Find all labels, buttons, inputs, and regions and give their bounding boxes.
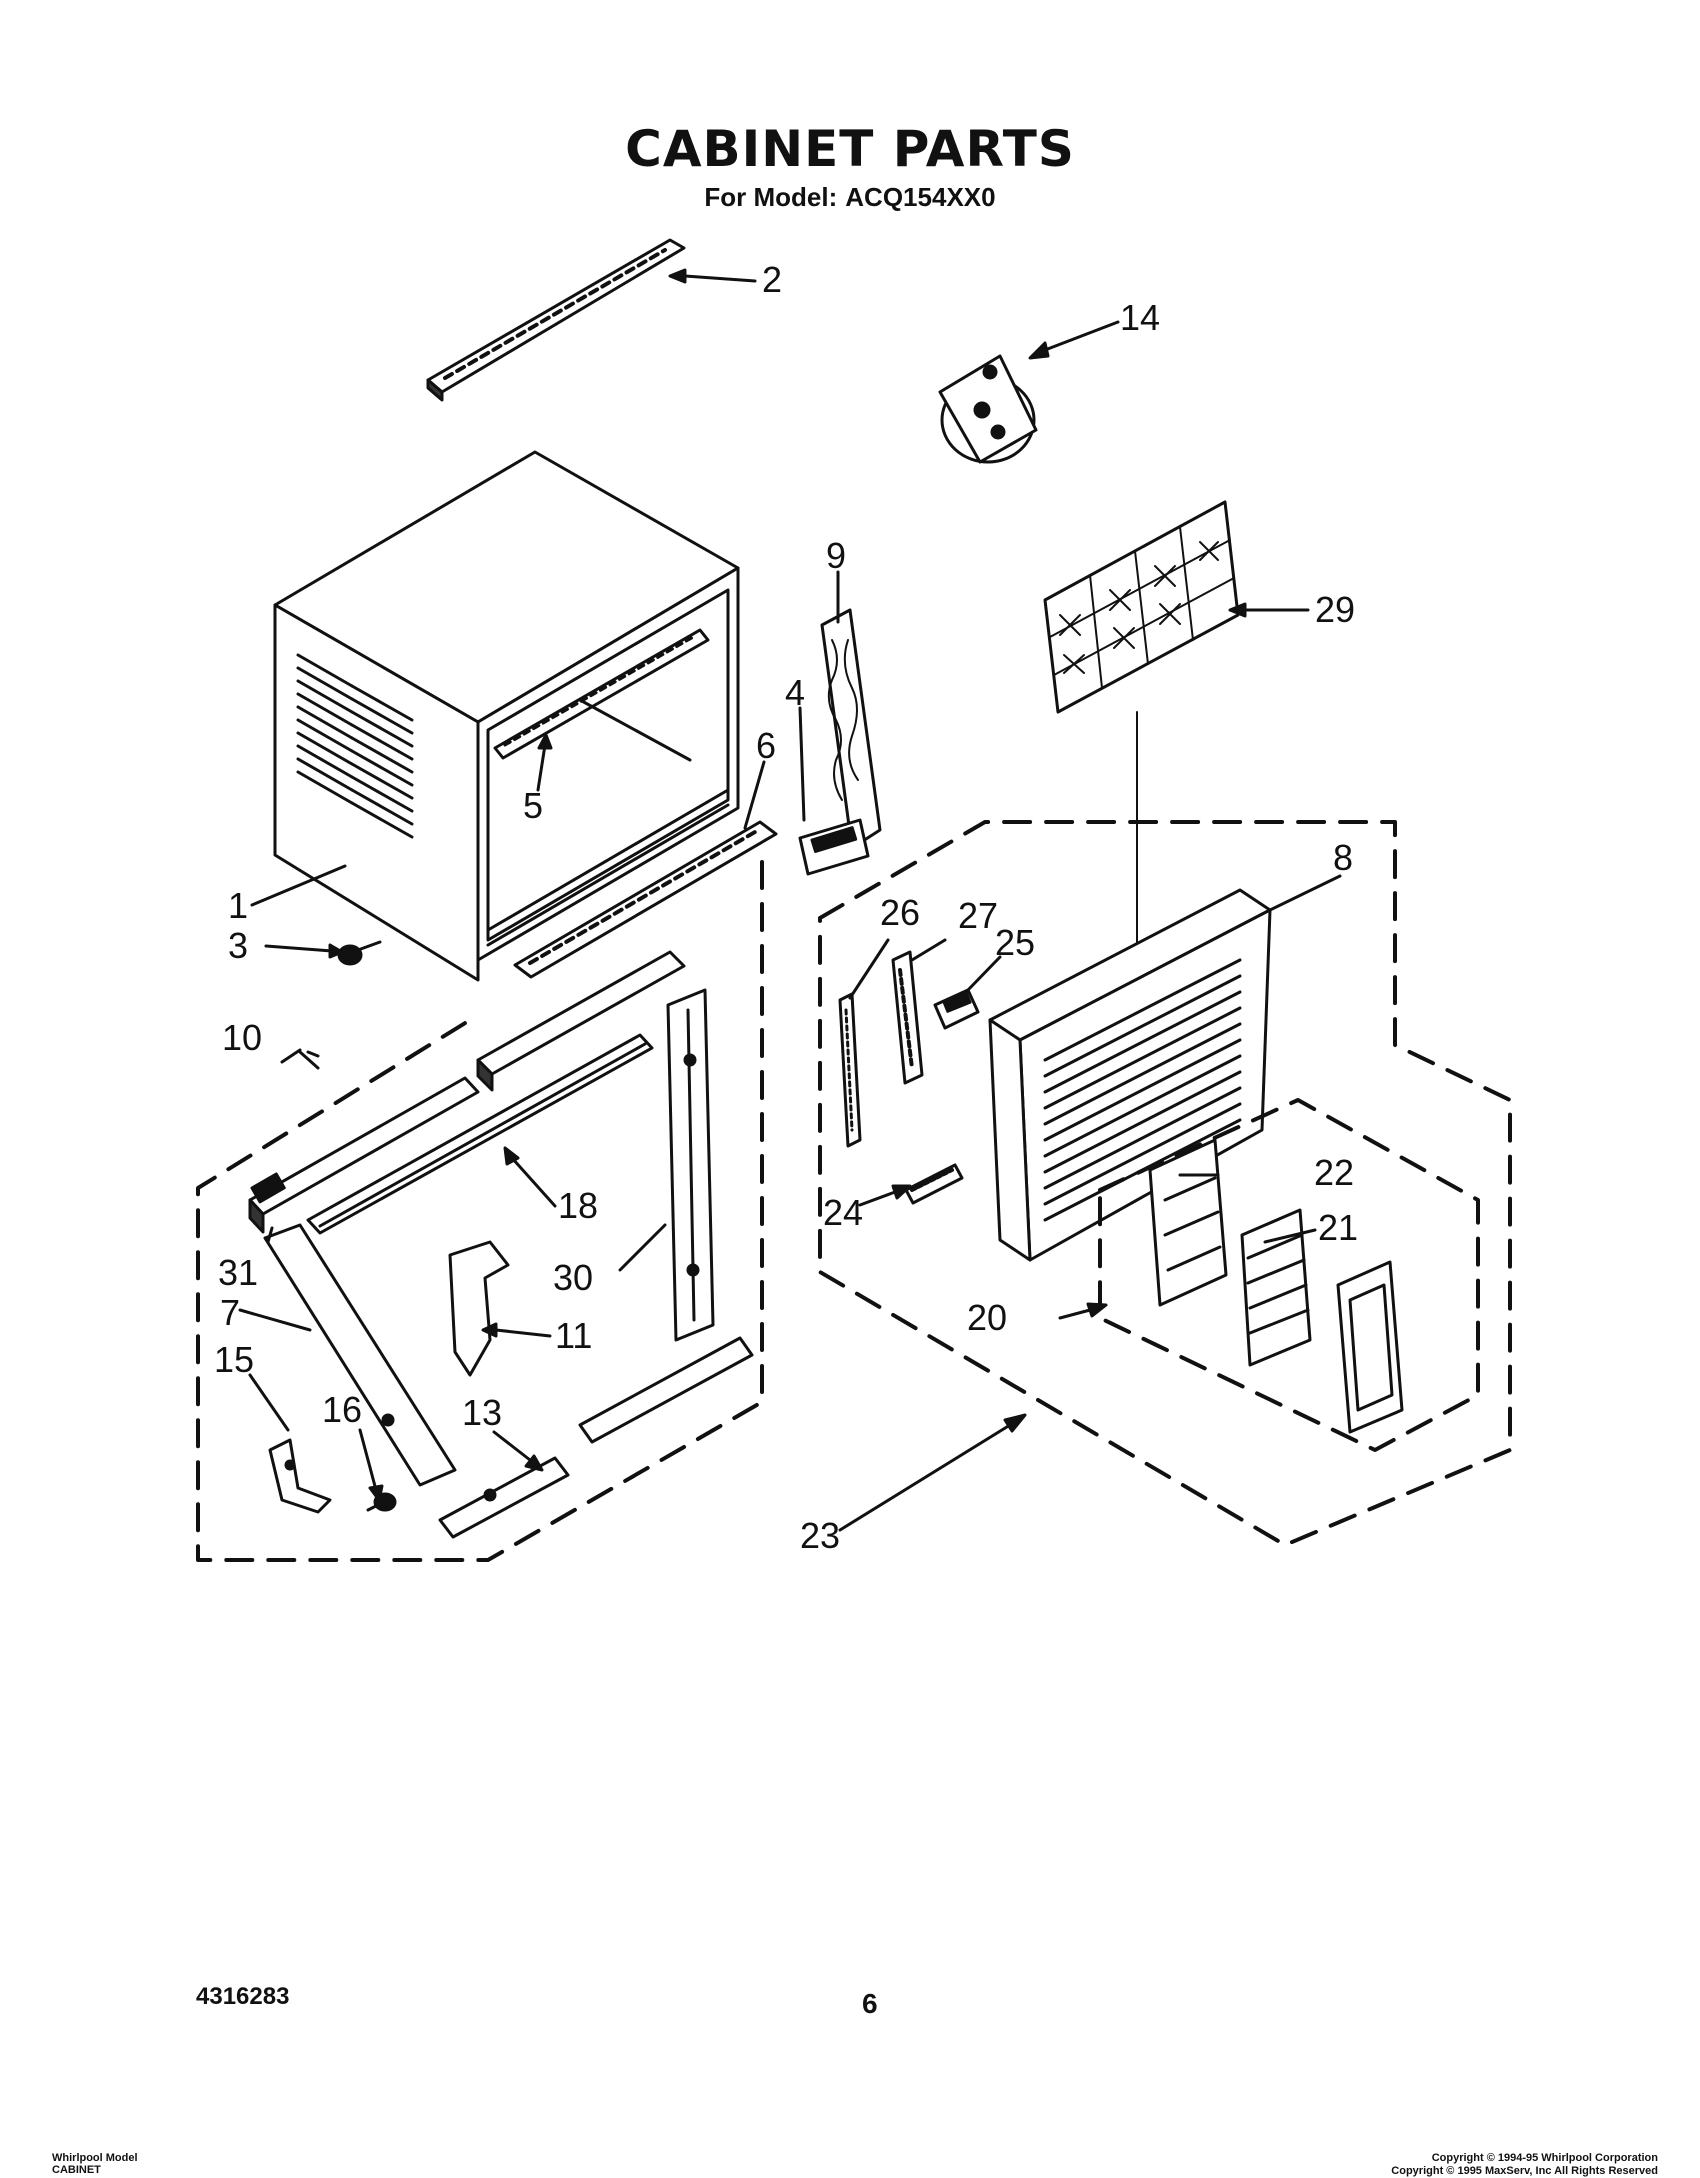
callout-7: 7: [220, 1292, 240, 1333]
part-18-rail: [306, 1033, 654, 1235]
part-1-cabinet: [273, 450, 740, 982]
copyright-line-2: Copyright © 1995 MaxServ, Inc All Rights…: [1391, 2165, 1658, 2177]
brand-line-2: CABINET: [52, 2164, 101, 2176]
dashed-group-right: [818, 820, 1512, 1547]
part-10-rail: [248, 1076, 480, 1234]
dashed-group-louver: [1098, 1098, 1480, 1452]
callout-31: 31: [218, 1252, 258, 1293]
callout-22: 22: [1314, 1152, 1354, 1193]
callout-11: 11: [555, 1315, 592, 1356]
callout-26: 26: [880, 892, 920, 933]
part-25-clip: [933, 988, 980, 1030]
callout-29: 29: [1315, 589, 1355, 630]
part-16-screw: [366, 1492, 397, 1512]
callout-1: 1: [228, 885, 248, 926]
callout-18: 18: [558, 1185, 598, 1226]
part-30-channel: [666, 988, 715, 1342]
part-8-front-panel: [988, 888, 1272, 1262]
model-number: ACQ154XX0: [845, 182, 996, 212]
model-subtitle: For Model:ACQ154XX0: [0, 182, 1700, 213]
part-24-clip: [904, 1163, 964, 1205]
callout-23: 23: [800, 1515, 840, 1556]
copyright-line-1: Copyright © 1994-95 Whirlpool Corporatio…: [1431, 2152, 1658, 2164]
dashed-group-left: [196, 860, 764, 1562]
callout-8: 8: [1333, 837, 1353, 878]
callout-13: 13: [462, 1392, 502, 1433]
document-number: 4316283: [196, 1983, 290, 2010]
part-21-louver: [1240, 1208, 1312, 1367]
callout-16: 16: [322, 1389, 362, 1430]
callout-2: 2: [762, 259, 782, 300]
part-27-strip: [891, 950, 924, 1085]
copyright-footer: Copyright © 1994-95 Whirlpool Corporatio…: [1391, 2152, 1658, 2178]
part-20-bezel: [1336, 1260, 1404, 1434]
part-3-screw: [337, 940, 382, 966]
callout-9: 9: [826, 535, 846, 576]
brand-line-1: Whirlpool Model: [52, 2152, 138, 2164]
part-2-top-rail: [426, 238, 686, 402]
model-label: For Model:: [704, 182, 838, 212]
part-10b-rail: [476, 950, 686, 1092]
callout-3: 3: [228, 925, 248, 966]
callout-10: 10: [222, 1017, 262, 1058]
callout-25: 25: [995, 922, 1035, 963]
page-title: CABINET PARTS: [625, 120, 1075, 178]
brand-footer: Whirlpool Model CABINET: [52, 2152, 138, 2176]
callout-4: 4: [785, 672, 805, 713]
part-9-filter-panel: [820, 608, 882, 850]
callout-27: 27: [958, 895, 998, 936]
callout-21: 21: [1318, 1207, 1358, 1248]
part-26-strip: [838, 992, 862, 1148]
page-number: 6: [862, 1988, 878, 2019]
part-29-grille: [1043, 500, 1240, 1071]
part-15-foot-bracket: [268, 1438, 332, 1514]
callout-24: 24: [823, 1192, 863, 1233]
part-7-support-arm: [263, 1223, 457, 1487]
part-4-bracket: [798, 818, 870, 876]
callout-30: 30: [553, 1257, 593, 1298]
callout-20: 20: [967, 1297, 1007, 1338]
callout-5: 5: [523, 785, 543, 826]
callout-6: 6: [756, 725, 776, 766]
callout-14: 14: [1120, 297, 1160, 338]
callout-15: 15: [214, 1339, 254, 1380]
part-11-bracket: [448, 1240, 510, 1377]
part-14-grommet: [938, 354, 1038, 464]
part-6-lower-rail: [513, 820, 778, 979]
part-31-end-cap: [250, 1172, 286, 1204]
part-13-lower-rail: [438, 1336, 754, 1539]
part-22-louver-frame: [1148, 1138, 1228, 1307]
